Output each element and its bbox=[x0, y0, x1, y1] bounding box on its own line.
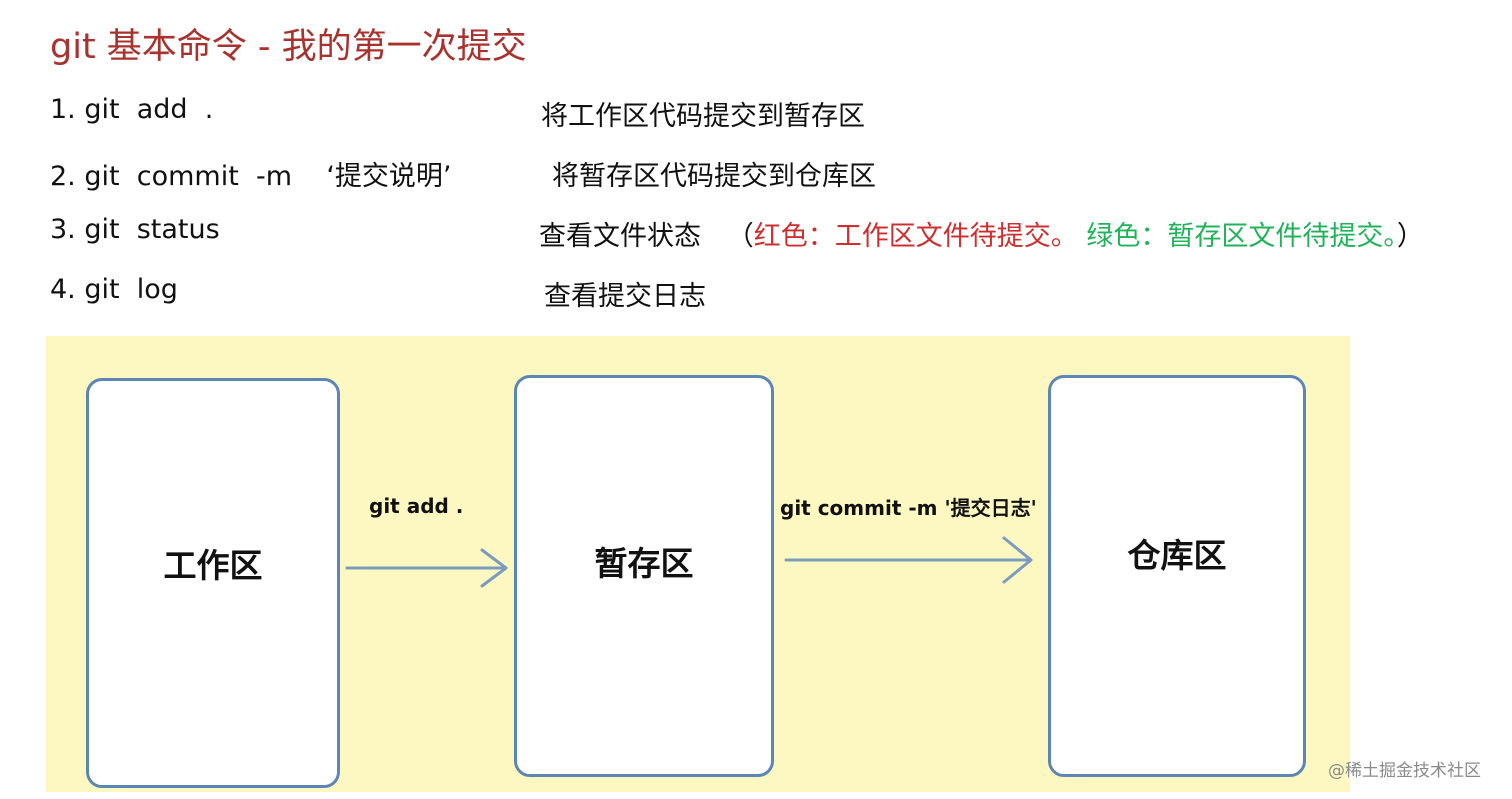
command-text: 4. git log bbox=[50, 274, 178, 305]
working-area-box: 工作区 bbox=[86, 378, 340, 788]
green-note: 绿色：暂存区文件待提交。 bbox=[1077, 221, 1397, 252]
commit-arrow bbox=[784, 536, 1033, 584]
repository-label: 仓库区 bbox=[1127, 536, 1227, 575]
command-row-log: 4. git log 查看提交日志 bbox=[0, 274, 1512, 314]
command-text: 2. git commit -m ‘提交说明’ bbox=[50, 161, 452, 192]
command-description: 将工作区代码提交到暂存区 bbox=[541, 101, 865, 132]
command-row-status: 3. git status 查看文件状态 （红色：工作区文件待提交。 绿色：暂存… bbox=[0, 214, 1512, 254]
repository-box: 仓库区 bbox=[1048, 375, 1306, 777]
command-list: 1. git add . 将工作区代码提交到暂存区 2. git commit … bbox=[0, 0, 1512, 330]
watermark: @稀土掘金技术社区 bbox=[1328, 761, 1481, 781]
arrows-layer bbox=[345, 536, 1033, 588]
command-text: 1. git add . bbox=[50, 94, 214, 125]
git-flow-diagram: 工作区 git add . 暂存区 git commit -m '提交日志' 仓… bbox=[46, 336, 1350, 792]
commit-arrow-label: git commit -m '提交日志' bbox=[780, 496, 1037, 520]
note-paren-open: （ bbox=[726, 221, 754, 252]
command-text: 3. git status bbox=[50, 214, 220, 245]
command-row-commit: 2. git commit -m ‘提交说明’ 将暂存区代码提交到仓库区 bbox=[0, 154, 1512, 194]
staging-area-label: 暂存区 bbox=[594, 544, 694, 583]
command-description: 查看提交日志 bbox=[544, 281, 706, 312]
working-area-label: 工作区 bbox=[163, 546, 263, 585]
command-description: 将暂存区代码提交到仓库区 bbox=[552, 161, 876, 192]
add-arrow bbox=[345, 548, 508, 588]
page-title: git 基本命令 - 我的第一次提交 bbox=[50, 27, 527, 67]
note-paren-close: ） bbox=[1396, 221, 1424, 252]
red-note: 红色：工作区文件待提交。 bbox=[753, 221, 1078, 252]
command-row-add: 1. git add . 将工作区代码提交到暂存区 bbox=[0, 94, 1512, 134]
status-description: 查看文件状态 bbox=[539, 221, 727, 252]
add-arrow-label: git add . bbox=[369, 494, 464, 518]
command-description: 查看文件状态 （红色：工作区文件待提交。 绿色：暂存区文件待提交。） bbox=[539, 214, 1424, 253]
staging-area-box: 暂存区 bbox=[514, 375, 774, 777]
